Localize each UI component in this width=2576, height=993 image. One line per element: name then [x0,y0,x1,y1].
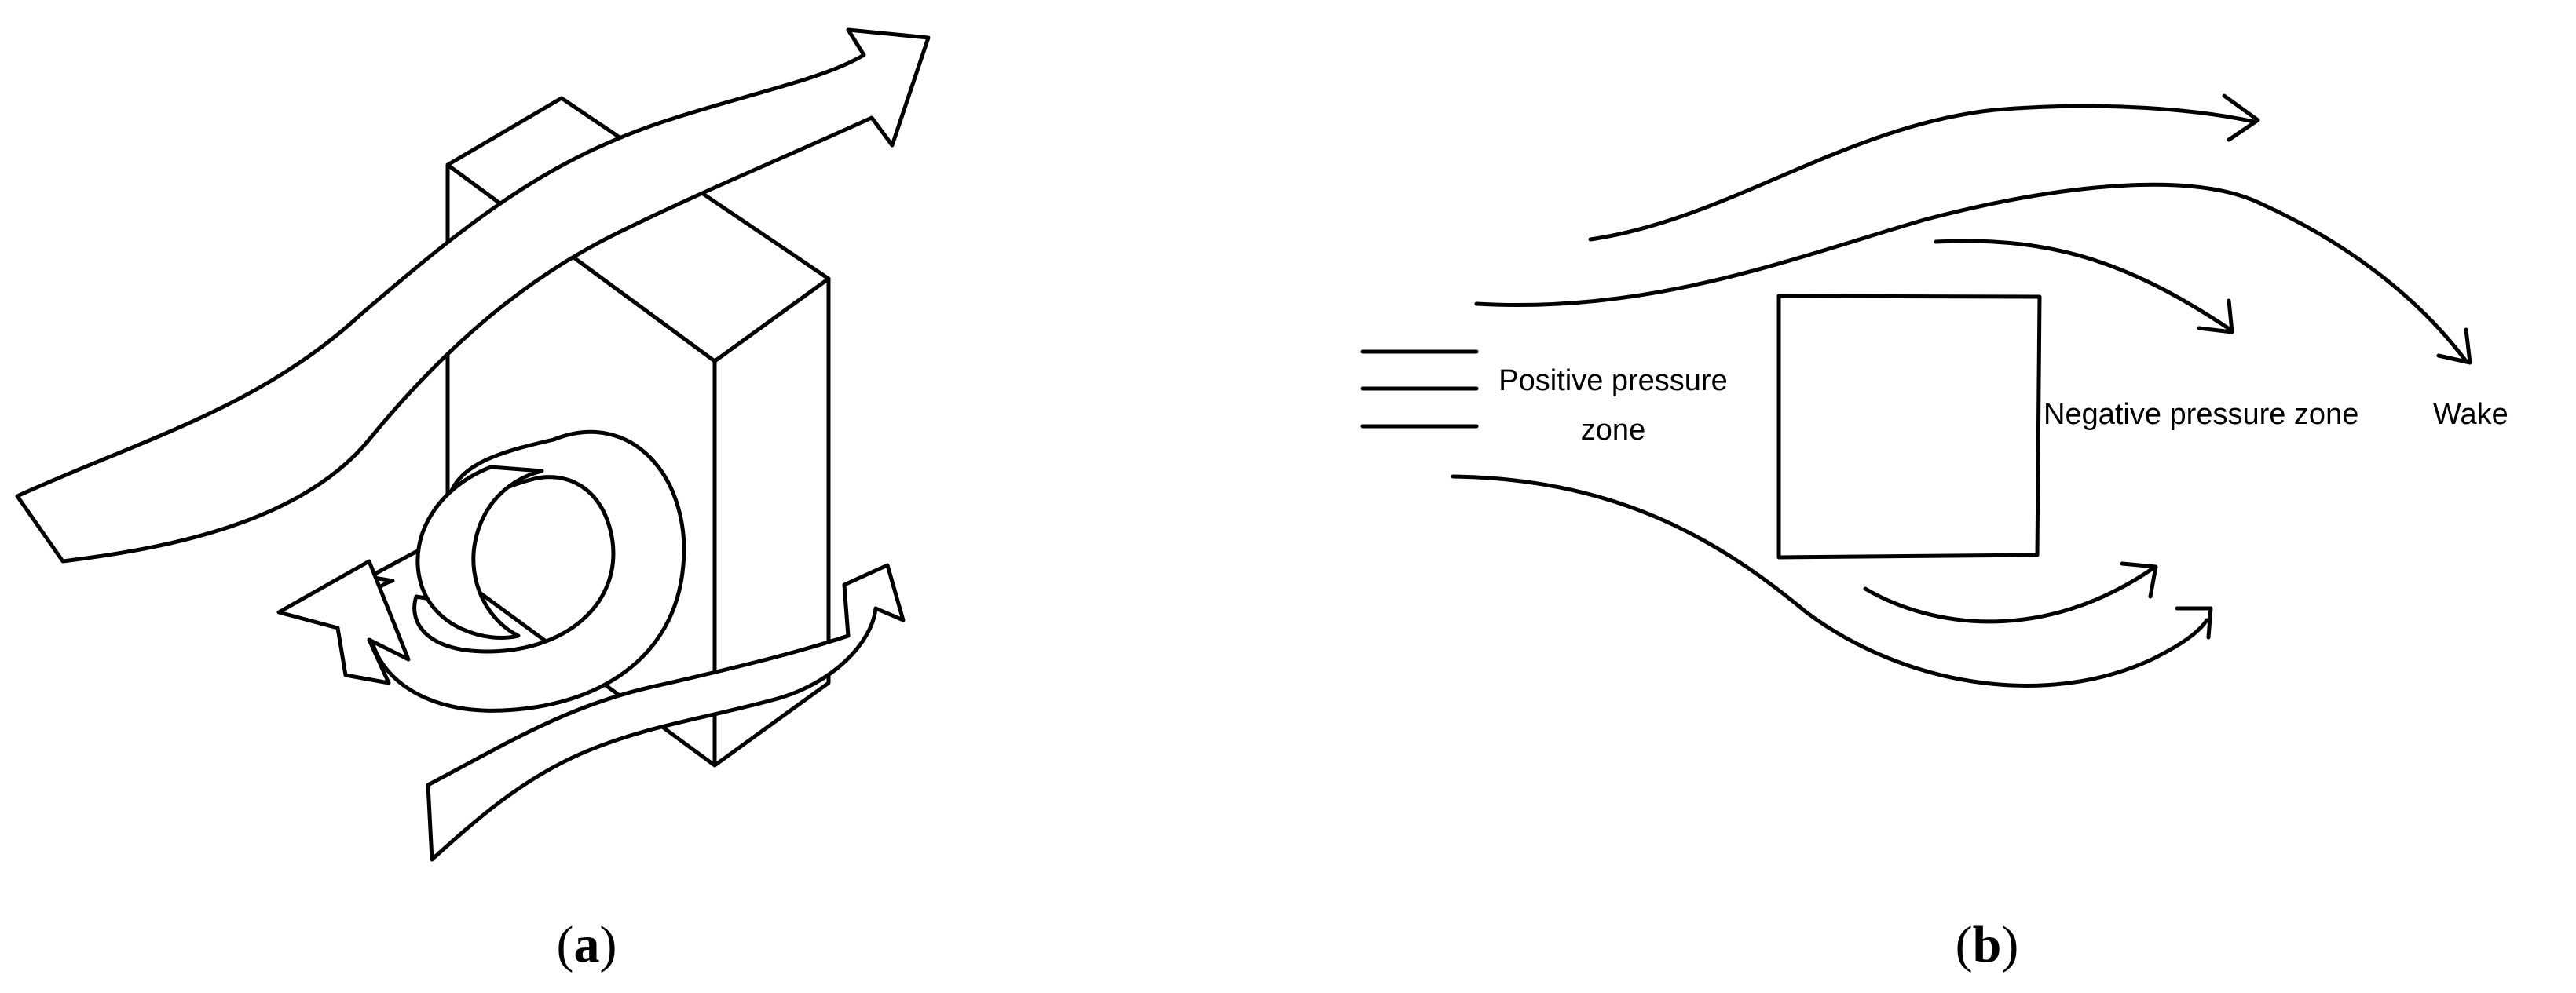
upper-flow-ribbon [15,27,931,564]
streamline-top-outer-arrowhead [2222,93,2260,142]
panel-b-diagram: Positive pressure zone Negative pressure… [1360,93,2508,688]
streamline-top-outer [1588,104,2256,242]
obstacle-square [1776,294,2042,560]
label-positive-pressure-line2: zone [1581,414,1645,447]
streamline-upper-boundary [1474,182,2468,363]
streamline-upper-boundary-arrowhead [2436,327,2472,365]
caption-b: (b) [1956,916,2019,973]
wake-curl-bottom-arrowhead [2120,561,2158,599]
wake-curl-top [1934,239,2233,332]
caption-a: (a) [557,916,617,973]
label-wake: Wake [2433,398,2508,431]
wake-curl-top-arrowhead [2197,298,2234,334]
lower-ribbon-body [426,563,906,862]
panel-a-diagram [15,27,931,862]
label-positive-pressure-line1: Positive pressure [1498,364,1727,397]
lower-flow-ribbon [426,563,906,862]
wake-curl-bottom [1863,567,2154,624]
label-negative-pressure-zone: Negative pressure zone [2044,398,2358,431]
building-face-top [445,96,831,363]
vortex-inner [415,465,544,640]
vortex-ribbon [276,429,686,713]
streamline-lower-boundary [1451,474,2209,688]
vortex-arrowhead [276,559,411,685]
upper-ribbon-body [15,27,931,564]
streamline-lower-boundary-arrowhead [2175,606,2213,640]
